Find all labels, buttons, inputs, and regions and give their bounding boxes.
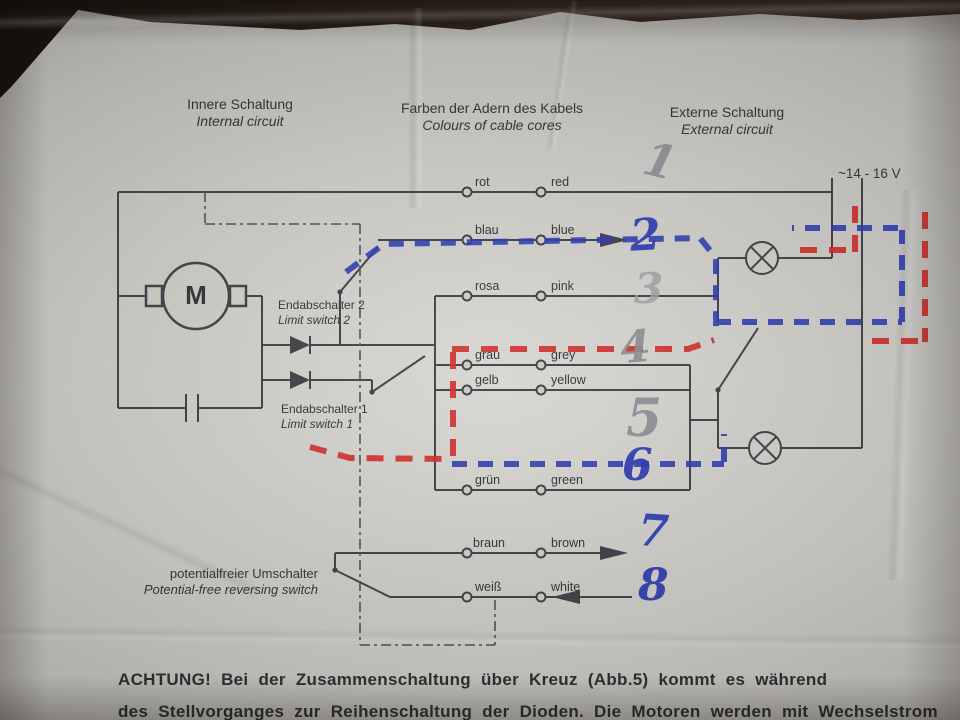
reversing-switch-en: Potential-free reversing switch xyxy=(143,581,318,597)
header-external-de: Externe Schaltung xyxy=(669,104,785,120)
red-marker-path xyxy=(309,206,928,462)
header-external-en: External circuit xyxy=(681,121,773,138)
header-colours-de: Farben der Adern des Kabels xyxy=(400,100,584,116)
wire-rot-en: red xyxy=(551,175,570,189)
wire-weiss-de: weiß xyxy=(475,580,502,594)
motor-label: M xyxy=(185,280,207,310)
wire-rosa-de: rosa xyxy=(475,279,500,293)
warning-line1-text: Bei der Zusammenschaltung über Kreuz (Ab… xyxy=(211,670,828,689)
limit-switch-2-en: Limit switch 2 xyxy=(278,312,351,327)
wire-grau-de: grau xyxy=(475,348,501,362)
wire-rosa-en: pink xyxy=(551,279,574,293)
enclosure-boundary-dashed xyxy=(204,192,496,646)
wire-gelb-de: gelb xyxy=(475,373,499,387)
header-internal-en: Internal circuit xyxy=(196,113,284,130)
direction-arrow-icons xyxy=(552,233,628,604)
header-cable-colours: Farben der Adern des Kabels Colours of c… xyxy=(382,100,602,134)
header-internal-de: Innere Schaltung xyxy=(187,96,293,112)
wire-gruen-de: grün xyxy=(475,473,501,487)
limit-switch-2-label: Endabschalter 2 Limit switch 2 xyxy=(278,298,365,327)
warning-achtung: ACHTUNG! xyxy=(118,670,212,689)
wire-braun-en: brown xyxy=(551,536,586,550)
handwritten-number-2: 2 xyxy=(628,209,662,262)
wire-blau-en: blue xyxy=(551,223,575,237)
wire-gruen-en: green xyxy=(551,473,583,487)
wire-weiss-en: white xyxy=(551,580,581,594)
limit-switch-2-de: Endabschalter 2 xyxy=(278,298,365,312)
connector-terminals xyxy=(461,186,547,603)
handwritten-number-7: 7 xyxy=(636,504,671,559)
handwritten-number-6: 6 xyxy=(622,440,653,491)
handwritten-number-5: 5 xyxy=(626,388,663,449)
reversing-switch-label: potentialfreier Umschalter Potential-fre… xyxy=(88,566,318,598)
handwritten-number-4: 4 xyxy=(617,320,653,375)
limit-switch-1-de: Endabschalter 1 xyxy=(281,402,368,416)
voltage-label: ~14 - 16 V xyxy=(838,166,901,181)
header-colours-en: Colours of cable cores xyxy=(422,117,562,134)
wire-rot-de: rot xyxy=(475,175,490,189)
diode-symbols xyxy=(290,336,310,389)
warning-text-line2: des Stellvorganges zur Reihenschaltung d… xyxy=(118,702,938,720)
limit-switch-1-en: Limit switch 1 xyxy=(281,416,354,431)
wire-blau-de: blau xyxy=(475,223,499,237)
circuit-solid-lines xyxy=(117,178,863,598)
reversing-switch-de: potentialfreier Umschalter xyxy=(169,566,318,581)
wire-grau-en: grey xyxy=(551,348,576,362)
handwritten-number-3: 3 xyxy=(634,264,664,313)
limit-switch-1-label: Endabschalter 1 Limit switch 1 xyxy=(281,402,368,431)
header-internal-circuit: Innere Schaltung Internal circuit xyxy=(160,96,320,130)
header-external-circuit: Externe Schaltung External circuit xyxy=(652,104,802,138)
wire-gelb-en: yellow xyxy=(551,373,586,387)
warning-text-line1: ACHTUNG! Bei der Zusammenschaltung über … xyxy=(118,670,827,690)
handwritten-number-8: 8 xyxy=(638,560,669,611)
blue-marker-path xyxy=(344,225,905,467)
motor-symbol xyxy=(144,261,248,331)
wire-braun-de: braun xyxy=(473,536,505,550)
lamp-icon xyxy=(745,241,782,465)
switch-pivot-dots xyxy=(332,289,721,573)
